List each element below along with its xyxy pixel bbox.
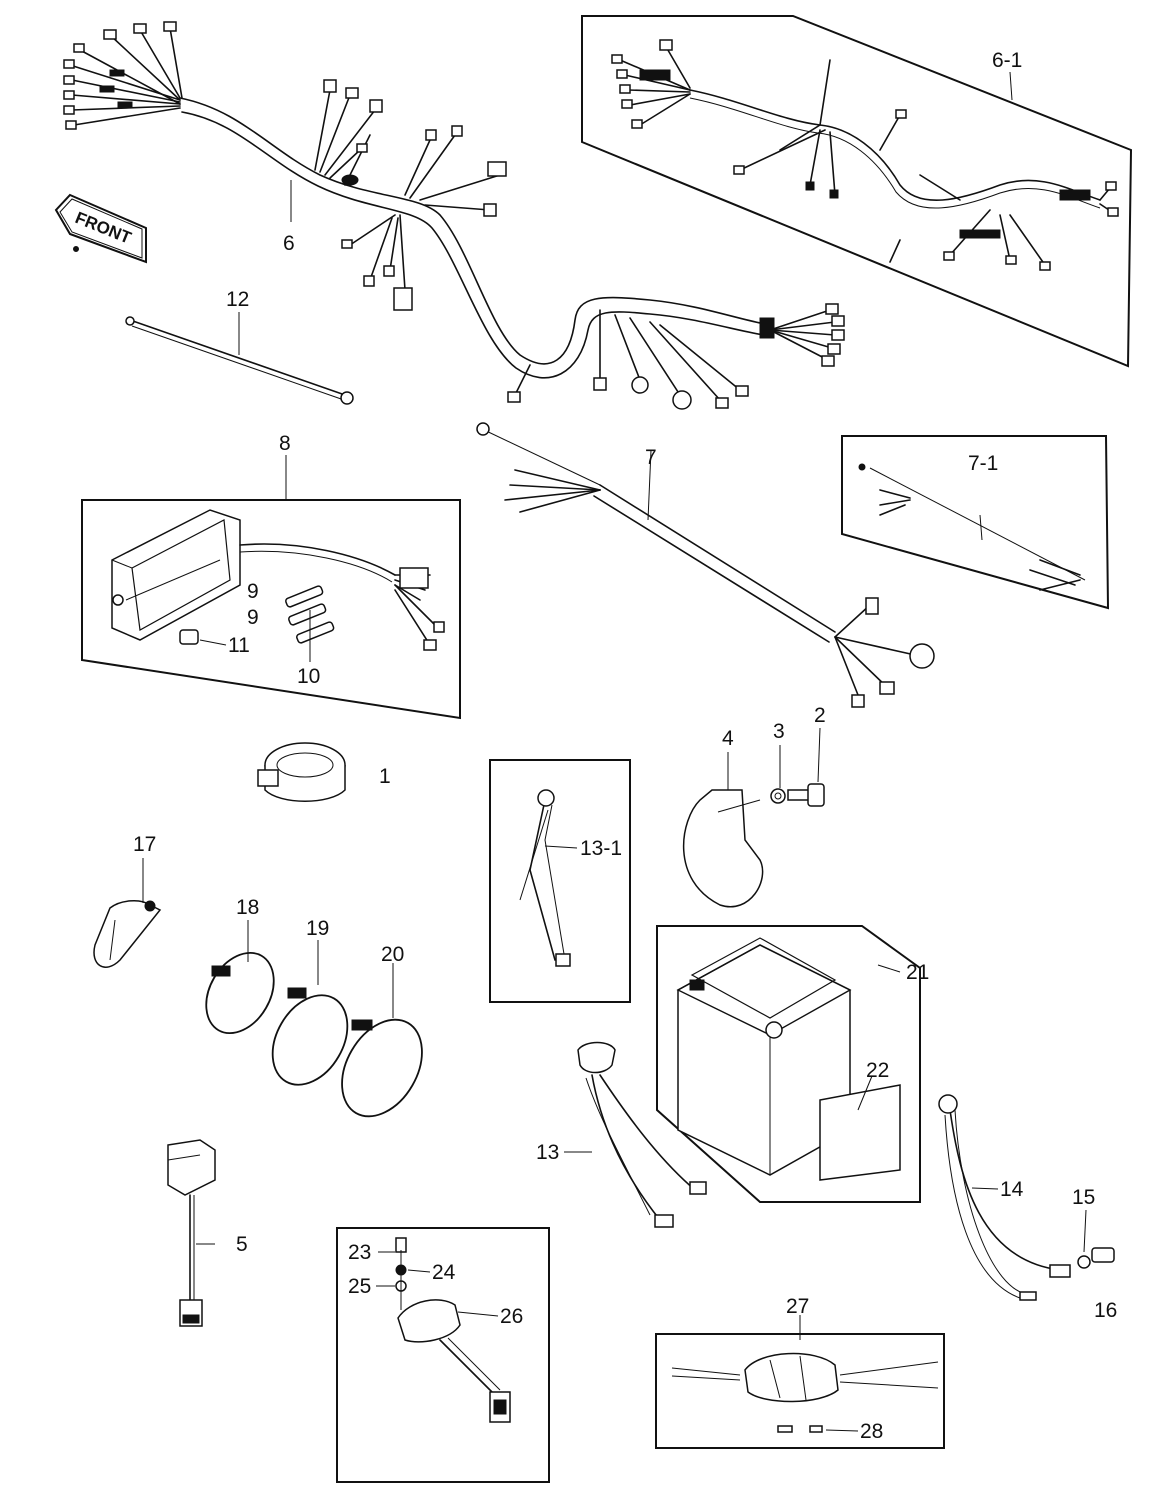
callout-4: 4 — [722, 727, 734, 750]
callout-6: 6 — [283, 232, 295, 255]
cable-band-18-icon — [205, 951, 275, 1035]
callout-19: 19 — [306, 917, 329, 940]
callout-7: 7 — [645, 446, 657, 469]
switch-unit-icon — [397, 1250, 511, 1423]
callout-18: 18 — [236, 896, 259, 919]
cable-bolt-icon — [1091, 1247, 1115, 1263]
junction-unit-icon — [671, 1352, 939, 1403]
battery-cable-icon — [577, 1041, 707, 1228]
main-harness-icon — [63, 21, 845, 410]
relay-icon — [167, 1139, 216, 1327]
callout-5: 5 — [236, 1233, 248, 1256]
battery-cable-inset-icon — [519, 789, 571, 967]
callout-3: 3 — [773, 720, 785, 743]
bolt-icon — [787, 783, 825, 807]
callout-22: 22 — [866, 1059, 889, 1082]
callouts: 6 6-1 12 8 7 7-1 9 9 11 10 1 4 3 2 13-1 … — [133, 49, 1117, 1443]
callout-9a: 9 — [247, 580, 259, 603]
ground-cable-icon — [938, 1094, 1071, 1301]
inset-box-21 — [656, 925, 921, 1203]
bolt-23-icon — [395, 1237, 407, 1253]
front-arrow-icon: FRONT — [54, 193, 147, 264]
sub-harness-inset-icon — [858, 463, 1086, 591]
fuse-icon — [285, 585, 335, 644]
callout-21: 21 — [906, 961, 929, 984]
callout-13: 13 — [536, 1141, 559, 1164]
callout-13-1: 13-1 — [580, 837, 622, 860]
battery-label-icon — [819, 1084, 901, 1181]
callout-2: 2 — [814, 704, 826, 727]
callout-9b: 9 — [247, 606, 259, 629]
callout-1: 1 — [379, 765, 391, 788]
callout-25: 25 — [348, 1275, 371, 1298]
cable-band-20-icon — [341, 1018, 423, 1118]
callout-12: 12 — [226, 288, 249, 311]
callout-10: 10 — [297, 665, 320, 688]
callout-8: 8 — [279, 432, 291, 455]
callout-27: 27 — [786, 1295, 809, 1318]
callout-7-1: 7-1 — [968, 452, 998, 475]
washer-icon — [770, 788, 786, 804]
callout-24: 24 — [432, 1261, 456, 1284]
ground-lead-icon — [125, 316, 354, 405]
callout-26: 26 — [500, 1305, 523, 1328]
regulator-icon — [111, 509, 445, 651]
callout-17: 17 — [133, 833, 156, 856]
nut-icon — [1077, 1255, 1091, 1269]
leader-lines — [142, 71, 1087, 1432]
callout-15: 15 — [1072, 1186, 1095, 1209]
callout-11: 11 — [228, 634, 250, 657]
sub-harness-icon — [476, 422, 935, 708]
terminal-28-icon — [777, 1425, 823, 1433]
callout-28: 28 — [860, 1420, 883, 1443]
inset-box-8 — [81, 499, 461, 720]
inset-box-6-1 — [581, 15, 1133, 368]
inset-box-23-26 — [336, 1227, 550, 1483]
callout-23: 23 — [348, 1241, 371, 1264]
callout-20: 20 — [381, 943, 404, 966]
inset-box-13-1 — [489, 759, 631, 1003]
callout-16: 16 — [1094, 1299, 1117, 1322]
harness-inset-icon — [611, 39, 1119, 271]
fuse-clip-icon — [179, 629, 199, 645]
horn-icon — [257, 742, 346, 802]
horn-bracket-icon — [682, 789, 764, 908]
callout-6-1: 6-1 — [992, 49, 1022, 72]
cable-band-19-icon — [271, 987, 349, 1086]
clamp-icon — [93, 900, 162, 968]
callout-14: 14 — [1000, 1178, 1024, 1201]
inset-box-7-1 — [841, 435, 1110, 610]
